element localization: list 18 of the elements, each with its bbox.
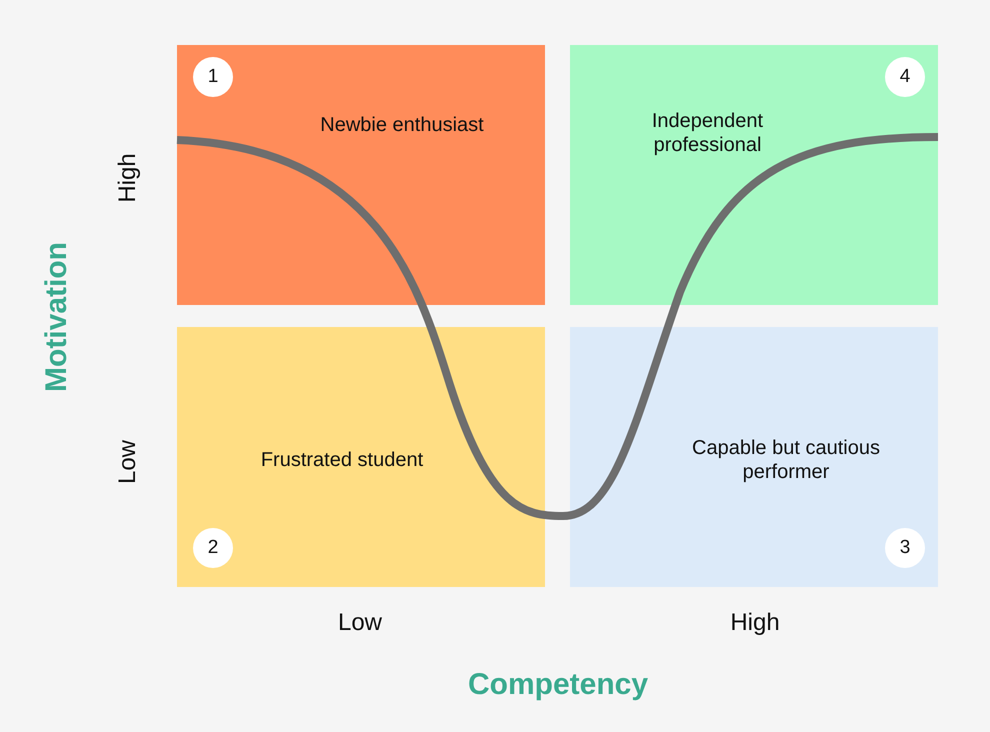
quadrant-label: Independent professional — [650, 109, 764, 157]
quadrant-panel — [177, 327, 545, 587]
axis-title: Competency — [468, 668, 648, 702]
quadrant-panel — [177, 45, 545, 305]
step-number: 3 — [885, 528, 925, 568]
axis-title: Motivation — [40, 242, 74, 392]
step-number: 2 — [193, 528, 233, 568]
quadrant-label: Newbie enthusiast — [319, 113, 485, 137]
step-number: 1 — [193, 57, 233, 97]
quadrant-panel — [570, 327, 938, 587]
quadrant-label: Frustrated student — [260, 448, 424, 472]
step-number: 4 — [885, 57, 925, 97]
axis-tick-label: High — [730, 609, 780, 637]
axis-tick-label: Low — [338, 609, 382, 637]
quadrant-panel — [570, 45, 938, 305]
quadrant-label: Capable but cautious performer — [691, 436, 881, 484]
axis-tick-label: High — [114, 153, 142, 203]
axis-tick-label: Low — [114, 440, 142, 484]
